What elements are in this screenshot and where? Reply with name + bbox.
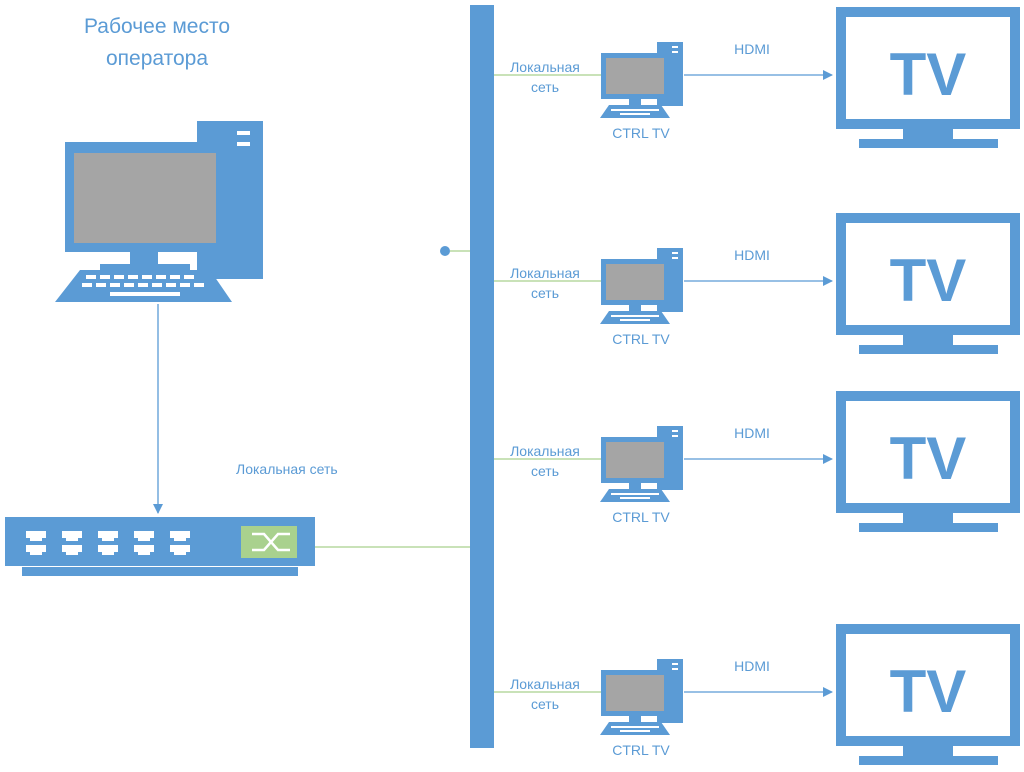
lan-label-line2: сеть	[530, 285, 560, 301]
switch-indicator-icon	[241, 526, 297, 558]
node-row-2	[494, 213, 1020, 354]
switch-link-label: Локальная сеть	[236, 461, 338, 477]
tv-label: TV	[889, 247, 967, 314]
tv-icon	[836, 391, 1020, 532]
tv-icon	[836, 213, 1020, 354]
lan-label-line1: Локальная	[510, 265, 580, 281]
tv-label: TV	[889, 425, 967, 492]
lan-label-line1: Локальная	[510, 443, 580, 459]
hdmi-label: HDMI	[734, 658, 770, 674]
node-row-4	[494, 624, 1020, 765]
operator-workstation-icon	[55, 121, 263, 302]
tv-icon	[836, 624, 1020, 765]
ctrl-tv-label: CTRL TV	[612, 125, 670, 141]
hdmi-label: HDMI	[734, 41, 770, 57]
ctrl-tv-computer-icon	[600, 248, 683, 324]
ctrl-tv-label: CTRL TV	[612, 509, 670, 525]
tv-label: TV	[889, 658, 967, 725]
lan-label-line2: сеть	[530, 463, 560, 479]
network-switch-icon	[5, 517, 315, 576]
ctrl-tv-computer-icon	[600, 659, 683, 735]
lan-label-line2: сеть	[530, 696, 560, 712]
node-row-3	[494, 391, 1020, 532]
node-row-1	[494, 7, 1020, 148]
operator-title-line2: оператора	[105, 47, 209, 70]
hdmi-label: HDMI	[734, 425, 770, 441]
bus-connector-dot	[440, 246, 450, 256]
ctrl-tv-computer-icon	[600, 426, 683, 502]
ctrl-tv-label: CTRL TV	[612, 331, 670, 347]
lan-label-line1: Локальная	[510, 676, 580, 692]
ctrl-tv-label: CTRL TV	[612, 742, 670, 758]
network-bus	[470, 5, 494, 748]
tv-icon	[836, 7, 1020, 148]
operator-title-line1: Рабочее место	[83, 15, 231, 38]
tv-label: TV	[889, 41, 967, 108]
hdmi-label: HDMI	[734, 247, 770, 263]
lan-label-line1: Локальная	[510, 59, 580, 75]
lan-label-line2: сеть	[530, 79, 560, 95]
ctrl-tv-computer-icon	[600, 42, 683, 118]
